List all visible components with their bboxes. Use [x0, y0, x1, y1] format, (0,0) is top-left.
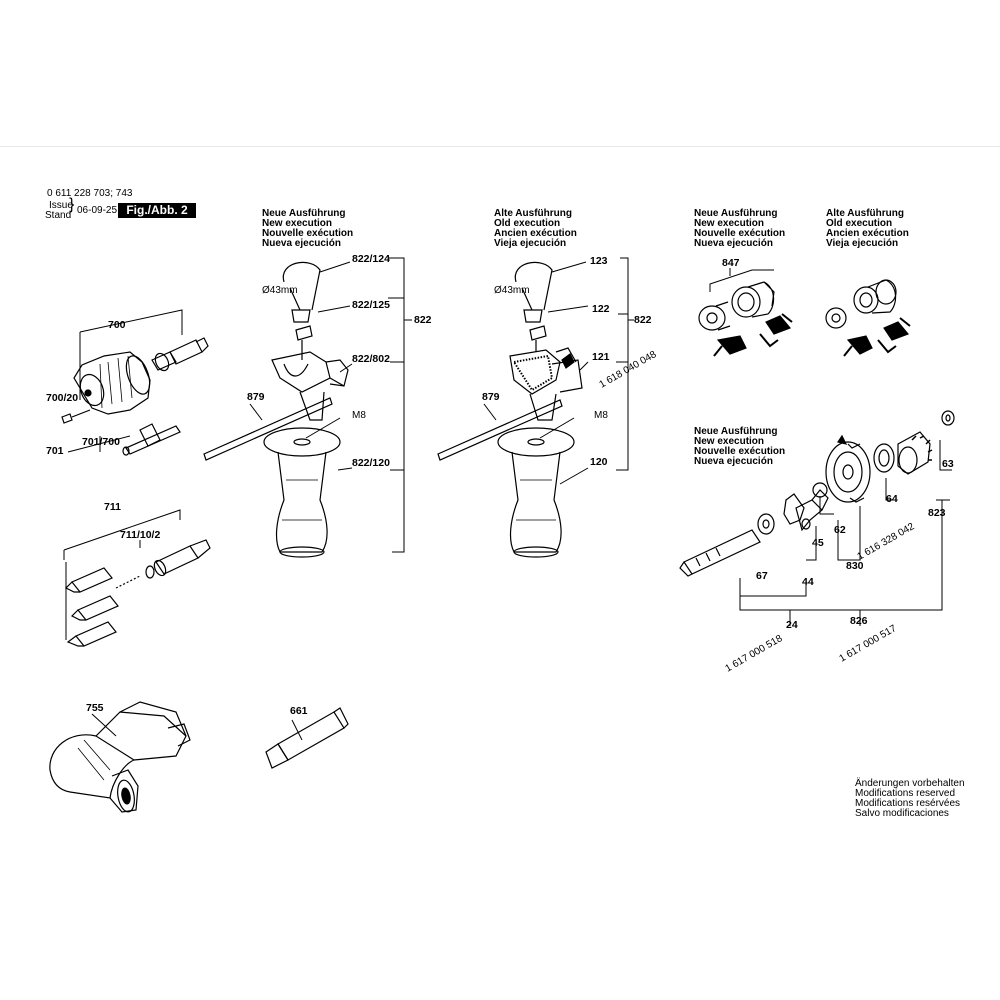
callout-879-old: 879 [482, 391, 500, 403]
callout-44: 44 [802, 576, 814, 588]
callout-24: 24 [786, 619, 798, 631]
brace-glyph: } [69, 196, 75, 213]
callout-822-old: 822 [634, 314, 652, 326]
callout-45: 45 [812, 537, 824, 549]
bearing-old-drawing [825, 279, 911, 357]
callout-711: 711 [104, 501, 121, 513]
callout-700: 700 [108, 319, 126, 331]
bearing-new-drawing [698, 268, 793, 357]
issue-label: Issue [49, 200, 73, 211]
screwdriver-bits-drawing [63, 509, 211, 647]
callout-67: 67 [756, 570, 768, 582]
callout-120: 120 [590, 456, 608, 468]
thread-m8-new: M8 [352, 410, 366, 421]
drill-chuck-drawing [61, 309, 209, 456]
angle-attachment-drawing [49, 701, 191, 813]
diameter-43mm-new: Ø43mm [262, 285, 298, 296]
callout-122: 122 [592, 303, 610, 315]
callout-822-802: 822/802 [352, 353, 390, 365]
callout-700-20: 700/20 [46, 392, 79, 404]
callout-701-700: 701/700 [82, 436, 120, 448]
callout-661: 661 [290, 705, 308, 717]
callout-62: 62 [834, 524, 846, 536]
callout-63: 63 [942, 458, 954, 470]
callout-879-new: 879 [247, 391, 265, 403]
part-numbers: 0 611 228 703; 743 [47, 188, 133, 199]
callout-121: 121 [592, 351, 610, 363]
callout-823: 823 [928, 507, 946, 519]
callout-755: 755 [86, 702, 104, 714]
callout-822-120: 822/120 [352, 457, 390, 469]
callout-847: 847 [722, 257, 740, 269]
callout-822-124: 822/124 [352, 253, 390, 265]
callout-123: 123 [590, 255, 608, 267]
auxiliary-handle-new-drawing [203, 257, 412, 558]
issue-date: 06-09-25 [77, 205, 118, 216]
callout-822-125: 822/125 [352, 299, 390, 311]
diameter-43mm-old: Ø43mm [494, 285, 530, 296]
callout-826: 826 [850, 615, 868, 627]
callout-830: 830 [846, 560, 864, 572]
figure-label: Fig./Abb. 2 [118, 203, 196, 218]
stand-label: Stand [45, 210, 72, 221]
page-separator [0, 146, 1000, 147]
callout-64: 64 [886, 493, 898, 505]
gear-assembly-drawing [679, 410, 955, 626]
callout-711-10-2: 711/10/2 [120, 529, 161, 541]
thread-m8-old: M8 [594, 410, 608, 421]
callout-822-new: 822 [414, 314, 432, 326]
auxiliary-handle-old-drawing [437, 257, 634, 558]
callout-701: 701 [46, 445, 64, 457]
grease-tube-drawing [265, 707, 349, 769]
